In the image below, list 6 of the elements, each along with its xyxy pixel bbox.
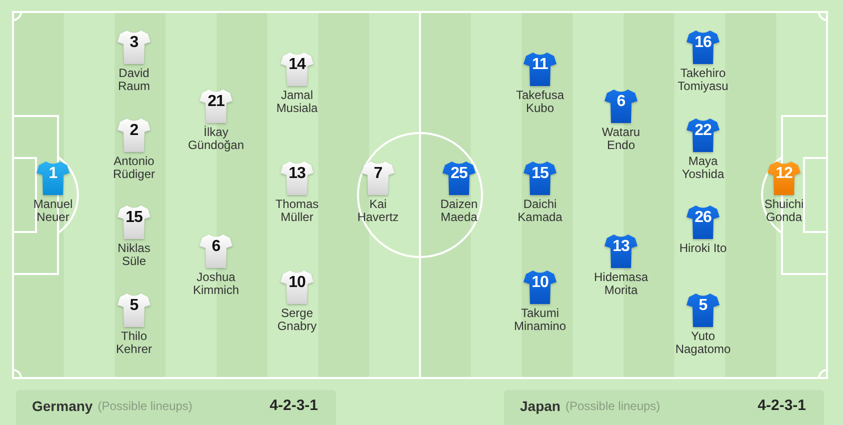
formation: 4-2-3-1 (270, 397, 318, 414)
lineup-note: (Possible lineups) (565, 398, 660, 412)
formation: 4-2-3-1 (758, 397, 806, 414)
team-name: Japan (520, 398, 560, 414)
team-name: Germany (32, 398, 93, 414)
lineup-note: (Possible lineups) (98, 398, 192, 412)
